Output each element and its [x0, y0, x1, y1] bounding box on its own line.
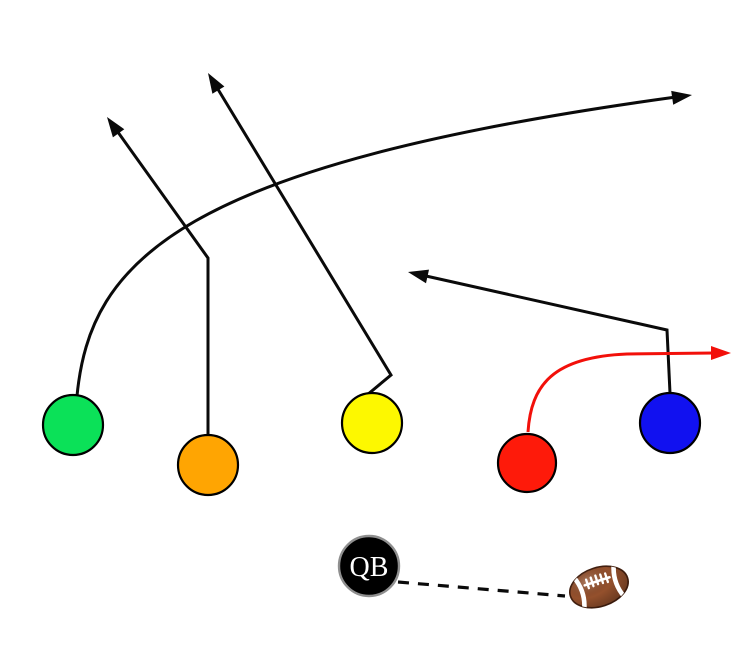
blue-route-arrowhead: [408, 269, 429, 284]
player-yellow[interactable]: [340, 391, 404, 455]
green-route-line: [75, 95, 677, 397]
blue-route-line: [425, 274, 672, 394]
player-green[interactable]: [41, 393, 105, 457]
qb-label: QB: [350, 552, 389, 583]
orange-route-line: [113, 127, 210, 435]
green-route-arrowhead: [671, 90, 692, 105]
red-route-arrowhead: [711, 346, 731, 360]
player-quarterback[interactable]: QB: [337, 534, 401, 598]
yellow-route-arrowhead: [208, 73, 225, 94]
player-red[interactable]: [496, 432, 558, 494]
football-stitches: [584, 572, 610, 590]
pass-dashed-line: [397, 580, 566, 598]
orange-route-arrowhead: [107, 117, 125, 138]
orange-route[interactable]: [107, 117, 210, 435]
qb-circle: [337, 534, 401, 598]
red-route-line: [526, 351, 715, 433]
blue-route[interactable]: [408, 269, 672, 394]
player-blue[interactable]: [638, 391, 702, 455]
yellow-route[interactable]: [208, 73, 393, 397]
football-icon[interactable]: [564, 559, 633, 615]
football-end-stripes: [571, 564, 627, 610]
green-route[interactable]: [75, 90, 692, 397]
yellow-route-line: [214, 85, 393, 397]
football-shading: [569, 566, 629, 608]
player-orange[interactable]: [176, 433, 240, 497]
red-route[interactable]: [526, 346, 731, 433]
